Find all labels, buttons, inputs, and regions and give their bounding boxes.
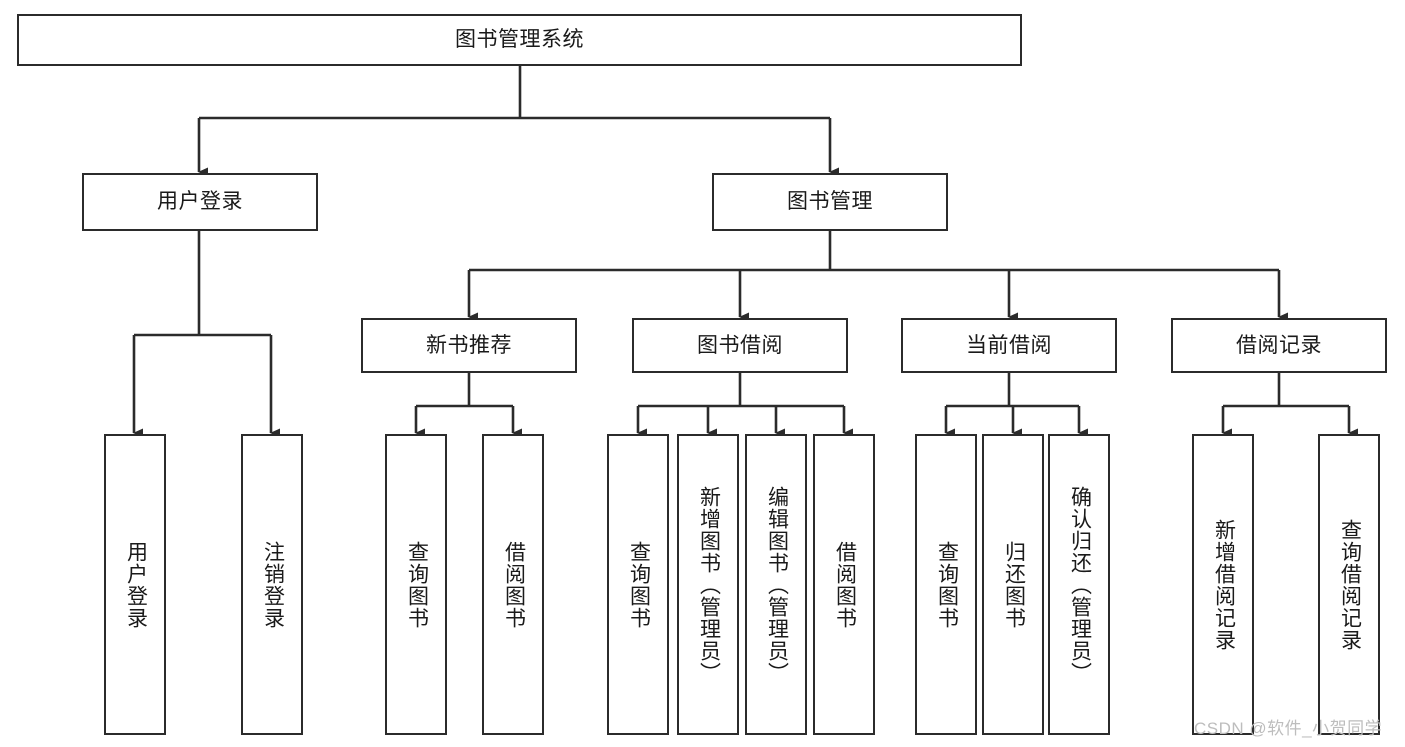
node-book-borrow: 图书借阅 [632, 318, 848, 373]
node-user-login: 用户登录 [82, 173, 318, 231]
node-label: 确认归还（管理员） [1068, 485, 1092, 684]
node-leaf-borrow-book: 借阅图书 [813, 434, 875, 735]
node-label: 用户登录 [157, 190, 243, 214]
node-label: 新书推荐 [426, 333, 512, 357]
node-current-borrow: 当前借阅 [901, 318, 1117, 373]
node-leaf-add-record: 新增借阅记录 [1192, 434, 1254, 735]
node-leaf-query-record: 查询借阅记录 [1318, 434, 1380, 735]
node-leaf-return-book: 归还图书 [982, 434, 1044, 735]
node-leaf-add-book: 新增图书（管理员） [677, 434, 739, 735]
node-leaf-edit-book: 编辑图书（管理员） [745, 434, 807, 735]
node-label: 注销登录 [261, 540, 285, 629]
node-label: 图书管理 [787, 190, 873, 214]
node-label: 编辑图书（管理员） [765, 485, 789, 684]
node-label: 归还图书 [1002, 540, 1026, 629]
node-label: 图书借阅 [697, 333, 783, 357]
node-leaf-user-login: 用户登录 [104, 434, 166, 735]
node-label: 新增图书（管理员） [697, 485, 721, 684]
node-leaf-borrow-book-rec: 借阅图书 [482, 434, 544, 735]
node-borrow-record: 借阅记录 [1171, 318, 1387, 373]
node-book-manage: 图书管理 [712, 173, 948, 231]
node-leaf-query-book-current: 查询图书 [915, 434, 977, 735]
node-label: 查询图书 [405, 540, 429, 629]
node-label: 查询借阅记录 [1338, 518, 1362, 651]
node-label: 借阅图书 [833, 540, 857, 629]
node-label: 当前借阅 [966, 333, 1052, 357]
node-leaf-query-book-rec: 查询图书 [385, 434, 447, 735]
node-label: 借阅图书 [502, 540, 526, 629]
csdn-watermark: CSDN @软件_小贺同学 [1194, 719, 1383, 738]
node-new-book-rec: 新书推荐 [361, 318, 577, 373]
node-label: 新增借阅记录 [1212, 518, 1236, 651]
node-label: 借阅记录 [1236, 333, 1322, 357]
node-leaf-confirm-return: 确认归还（管理员） [1048, 434, 1110, 735]
node-root-title: 图书管理系统 [17, 14, 1022, 66]
node-label: 图书管理系统 [455, 28, 584, 52]
node-label: 查询图书 [935, 540, 959, 629]
node-label: 查询图书 [627, 540, 651, 629]
node-leaf-query-book-borrow: 查询图书 [607, 434, 669, 735]
node-label: 用户登录 [124, 540, 148, 629]
node-leaf-user-logout: 注销登录 [241, 434, 303, 735]
